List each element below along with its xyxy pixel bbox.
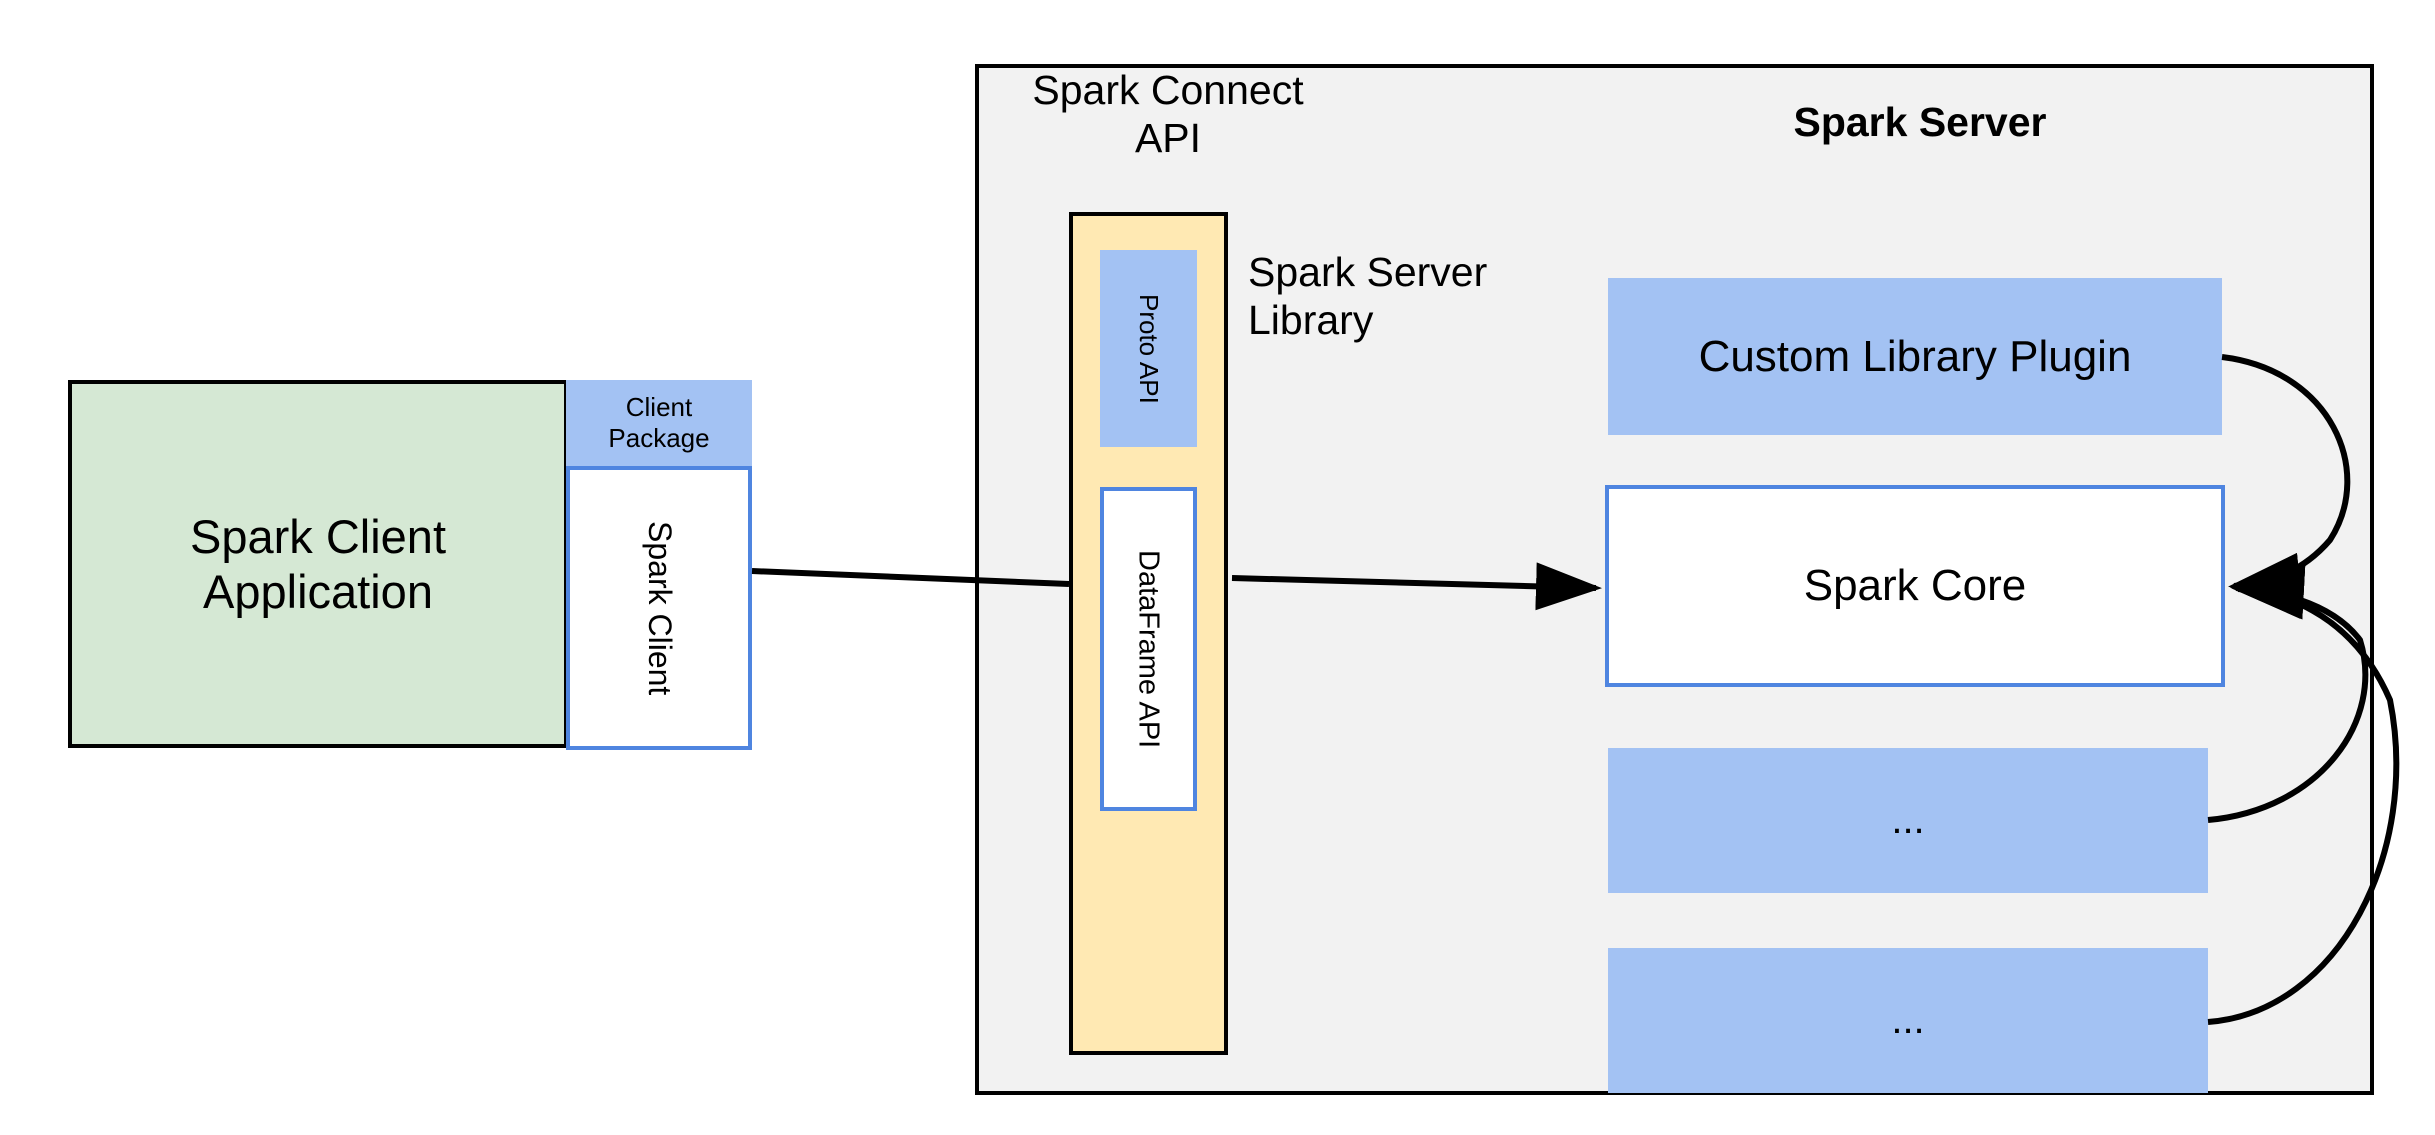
spark-connect-api-title: Spark Connect API (1003, 66, 1333, 176)
custom-library-plugin-label: Custom Library Plugin (1698, 331, 2132, 381)
spark-server-library-text: Spark Server Library (1248, 249, 1488, 344)
additional-component-box-2: ... (1608, 948, 2208, 1093)
spark-client-application-box: Spark Client Application (68, 380, 568, 748)
client-package-box: Client Package (566, 380, 752, 466)
additional-component-label-2: ... (1891, 997, 1925, 1042)
spark-connect-api-title-label: Spark Connect API (1032, 67, 1304, 162)
spark-client-application-label: Spark Client Application (190, 509, 446, 618)
custom-library-plugin-box: Custom Library Plugin (1608, 278, 2222, 435)
proto-api-box: Proto API (1100, 250, 1197, 447)
dataframe-api-box: DataFrame API (1100, 487, 1197, 811)
spark-server-title-label: Spark Server (1793, 98, 2047, 145)
spark-server-library-label: Spark Server Library (1248, 248, 1578, 358)
spark-server-title: Spark Server (1640, 94, 2200, 150)
additional-component-box-1: ... (1608, 748, 2208, 893)
proto-api-label: Proto API (1133, 293, 1164, 404)
dataframe-api-label: DataFrame API (1132, 549, 1165, 749)
spark-client-box: Spark Client (566, 466, 752, 750)
additional-component-label-1: ... (1891, 797, 1925, 842)
client-package-label: Client Package (608, 392, 710, 453)
spark-core-label: Spark Core (1803, 561, 2027, 611)
spark-core-box: Spark Core (1605, 485, 2225, 687)
spark-client-label: Spark Client (641, 520, 678, 696)
